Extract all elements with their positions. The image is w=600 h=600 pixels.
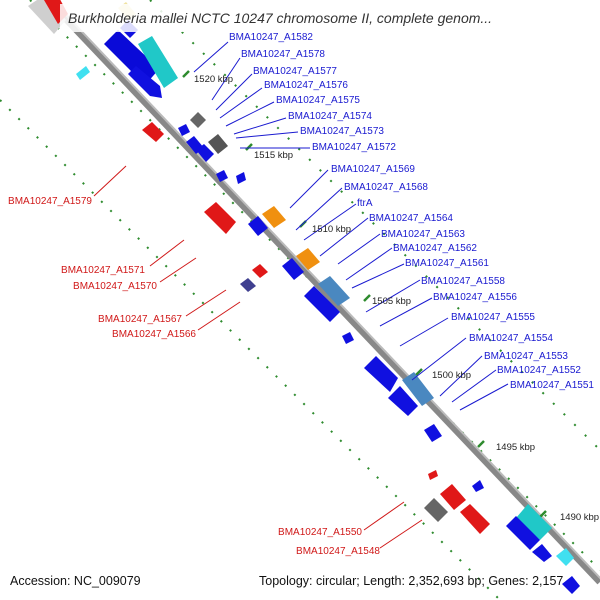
gene-label: BMA10247_A1568 xyxy=(344,182,428,193)
gene-feature-red-3 xyxy=(252,264,268,278)
kbp-label: 1520 kbp xyxy=(194,74,233,85)
kbp-label: 1505 kbp xyxy=(372,296,411,307)
gene-label: BMA10247_A1555 xyxy=(451,312,535,323)
gene-label: BMA10247_A1575 xyxy=(276,95,360,106)
gene-label: BMA10247_A1579 xyxy=(8,196,92,207)
title-background xyxy=(60,4,552,32)
gene-label: BMA10247_A1567 xyxy=(98,314,182,325)
gene-label: BMA10247_A1564 xyxy=(369,213,453,224)
gene-feature-blue-18 xyxy=(532,544,552,562)
genome-backbone xyxy=(45,0,600,585)
gene-feature-blue-14 xyxy=(388,386,418,416)
gene-feature-cyan-2 xyxy=(76,66,90,80)
gene-label: BMA10247_A1563 xyxy=(381,229,465,240)
guide-line-inner-1 xyxy=(149,0,600,451)
gene-feature-red-6 xyxy=(460,504,490,534)
gene-feature-blue-6 xyxy=(196,144,214,162)
gene-feature-blue-17 xyxy=(506,516,540,550)
gene-label: BMA10247_A1577 xyxy=(253,66,337,77)
gene-feature-steelblue-1 xyxy=(318,276,350,306)
kbp-label: 1510 kbp xyxy=(312,224,351,235)
gene-feature-cyan-1 xyxy=(138,36,178,88)
gene-feature-steelblue-2 xyxy=(402,372,434,406)
gene-feature-blue-8 xyxy=(236,172,246,184)
gene-label: BMA10247_A1548 xyxy=(296,546,380,557)
gene-label: BMA10247_A1582 xyxy=(229,32,313,43)
kbp-label: 1500 kbp xyxy=(432,370,471,381)
gene-feature-red-5 xyxy=(440,484,466,510)
gene-feature-blue-7 xyxy=(216,170,228,182)
gene-label: BMA10247_A1571 xyxy=(61,265,145,276)
gene-feature-cyan-3 xyxy=(516,504,552,540)
gene-feature-blue-12 xyxy=(342,332,354,344)
gene-feature-cyan-4 xyxy=(556,548,574,566)
genome-summary-text: Topology: circular; Length: 2,352,693 bp… xyxy=(259,574,564,588)
gene-label: BMA10247_A1574 xyxy=(288,111,372,122)
accession-text: Accession: NC_009079 xyxy=(10,574,141,588)
gene-label: BMA10247_A1566 xyxy=(112,329,196,340)
kbp-label: 1515 kbp xyxy=(254,150,293,161)
gene-label: BMA10247_A1562 xyxy=(393,243,477,254)
gene-label: BMA10247_A1554 xyxy=(469,333,553,344)
gene-feature-gray-4 xyxy=(424,498,448,522)
gene-label: BMA10247_A1573 xyxy=(300,126,384,137)
gene-feature-gray-3 xyxy=(208,134,228,154)
gene-feature-blue-10 xyxy=(282,258,304,280)
gene-feature-gray-2 xyxy=(190,112,206,128)
gene-label: BMA10247_A1551 xyxy=(510,380,594,391)
gene-feature-blue-3 xyxy=(128,66,162,98)
gene-feature-blue-16 xyxy=(472,480,484,492)
gene-feature-blue-11 xyxy=(304,286,340,322)
gene-label: ftrA xyxy=(357,198,373,209)
gene-label: BMA10247_A1558 xyxy=(421,276,505,287)
gene-feature-red-4 xyxy=(428,470,438,480)
gene-feature-purple xyxy=(240,278,256,292)
gene-label: BMA10247_A1570 xyxy=(73,281,157,292)
gene-labels-right[interactable]: BMA10247_A1582 BMA10247_A1578 BMA10247_A… xyxy=(229,32,594,391)
map-title: Burkholderia mallei NCTC 10247 chromosom… xyxy=(68,10,493,26)
gene-feature-red-2 xyxy=(204,202,236,234)
gene-feature-blue-15 xyxy=(424,424,442,442)
gene-feature-orange-2 xyxy=(296,248,320,270)
gene-label: BMA10247_A1578 xyxy=(241,49,325,60)
gene-label: BMA10247_A1553 xyxy=(484,351,568,362)
gene-label: BMA10247_A1561 xyxy=(405,258,489,269)
gene-label: BMA10247_A1552 xyxy=(497,365,581,376)
gene-label: BMA10247_A1550 xyxy=(278,527,362,538)
gene-feature-orange-1 xyxy=(262,206,286,228)
gene-features-reverse[interactable] xyxy=(142,122,490,534)
label-connectors-right xyxy=(193,41,509,411)
gene-feature-red-1 xyxy=(142,122,164,142)
gene-feature-blue-19 xyxy=(562,576,580,594)
gene-label: BMA10247_A1576 xyxy=(264,80,348,91)
gene-feature-blue-4 xyxy=(178,124,190,136)
kbp-label: 1490 kbp xyxy=(560,512,599,523)
gene-label: BMA10247_A1556 xyxy=(433,292,517,303)
gene-label: BMA10247_A1569 xyxy=(331,164,415,175)
gene-labels-left[interactable]: BMA10247_A1579 BMA10247_A1571 BMA10247_A… xyxy=(8,196,380,557)
gene-feature-blue-2 xyxy=(104,30,160,84)
kbp-labels: 1520 kbp 1515 kbp 1510 kbp 1505 kbp 1500… xyxy=(194,74,599,523)
kbp-label: 1495 kbp xyxy=(496,442,535,453)
guide-line-outer-2 xyxy=(0,99,501,600)
gene-feature-blue-13 xyxy=(364,356,398,392)
label-connectors-left xyxy=(93,165,423,549)
gene-feature-blue-9 xyxy=(248,216,268,236)
gene-label: BMA10247_A1572 xyxy=(312,142,396,153)
